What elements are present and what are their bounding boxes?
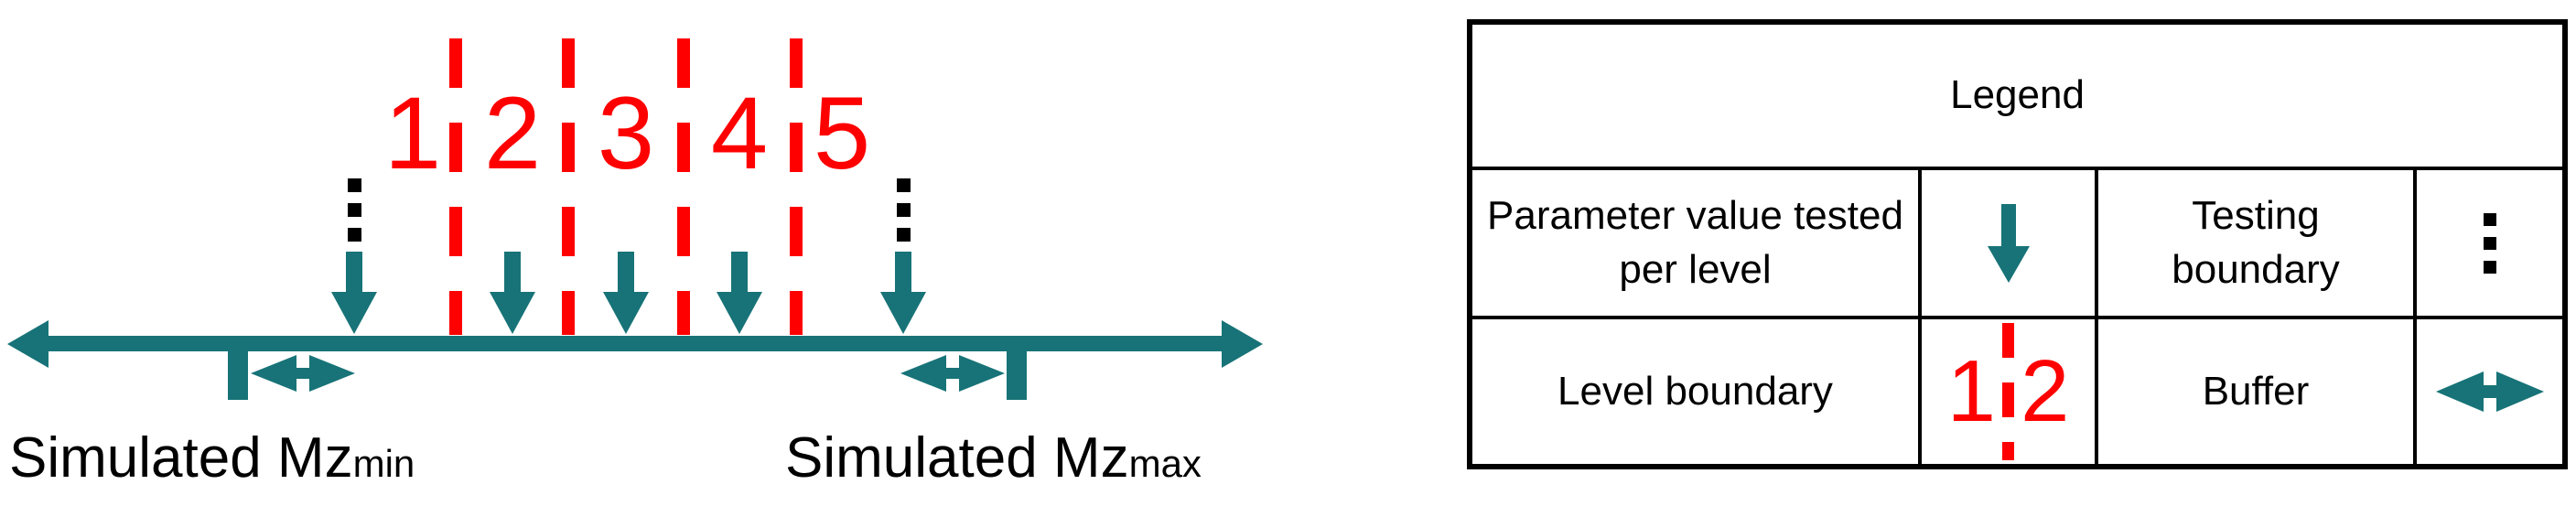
buffer-arrow (900, 355, 1005, 392)
axis-label-max-text: Simulated Mz (785, 426, 1129, 490)
tested-value-arrowhead-icon (331, 292, 377, 334)
legend-cell-buffer (2412, 316, 2568, 468)
double-arrow-icon (2435, 371, 2544, 412)
level-number: 3 (597, 76, 655, 190)
simulated-max-tick (1007, 338, 1027, 400)
level-boundary-icon: 1 2 (1946, 323, 2070, 460)
level-number: 1 (383, 76, 442, 190)
level-boundary-line (449, 38, 462, 335)
legend-cell-down-arrow (1918, 167, 2098, 319)
axis-left-arrowhead-icon (7, 320, 49, 368)
level-boundary-line (562, 38, 575, 335)
tested-value-arrow (346, 252, 362, 292)
level-boundary-icon-digit-left: 1 (1946, 342, 1996, 440)
axis-label-simulated-min: Simulated Mzmin (9, 430, 415, 487)
legend-table: Legend Parameter value tested per level … (1467, 19, 2569, 469)
tested-value-arrow (504, 252, 521, 292)
buffer-arrow-right-head-icon (959, 355, 1005, 392)
legend-cell-level-boundary: 1 2 (1918, 316, 2098, 468)
buffer-arrow-right-head-icon (309, 355, 355, 392)
legend-term-buffer: Buffer (2095, 316, 2417, 468)
tested-value-arrow (731, 252, 748, 292)
tested-value-arrowhead-icon (717, 292, 762, 334)
buffer-arrow (251, 355, 355, 392)
legend-term-level-boundary: Level boundary (1468, 316, 1922, 468)
level-boundary-line (790, 38, 803, 335)
level-boundary-icon-digit-right: 2 (2021, 342, 2070, 440)
axis-label-simulated-max: Simulated Mzmax (785, 430, 1202, 487)
tested-value-arrow (895, 252, 911, 292)
dotted-line-icon (2483, 212, 2496, 274)
tested-value-arrow (618, 252, 634, 292)
down-arrow-icon (1987, 203, 2030, 283)
buffer-arrow-left-head-icon (900, 355, 946, 392)
level-number: 2 (483, 76, 542, 190)
axis-right-arrowhead-icon (1222, 320, 1263, 368)
level-number: 4 (710, 76, 769, 190)
axis-label-max-subscript: max (1128, 442, 1202, 485)
buffer-arrow-bar (946, 368, 959, 379)
testing-boundary-dotted-line (897, 178, 911, 244)
axis-label-min-text: Simulated Mz (9, 426, 353, 490)
buffer-arrow-bar (296, 368, 309, 379)
parameter-axis-line (46, 336, 1224, 351)
tested-value-arrowhead-icon (880, 292, 926, 334)
axis-label-min-subscript: min (352, 442, 415, 485)
level-boundary-icon-dashed-line (2002, 323, 2014, 460)
legend-term-testing-boundary: Testing boundary (2095, 167, 2417, 319)
tested-value-arrowhead-icon (603, 292, 649, 334)
legend-cell-dotted-line (2412, 167, 2568, 319)
simulated-min-tick (228, 338, 248, 400)
legend-term-parameter-value: Parameter value tested per level (1468, 167, 1922, 319)
tested-value-arrowhead-icon (490, 292, 535, 334)
legend-title: Legend (1467, 20, 2568, 170)
buffer-arrow-left-head-icon (251, 355, 296, 392)
level-boundary-line (677, 38, 690, 335)
testing-boundary-dotted-line (348, 178, 361, 244)
level-number: 5 (813, 76, 871, 190)
